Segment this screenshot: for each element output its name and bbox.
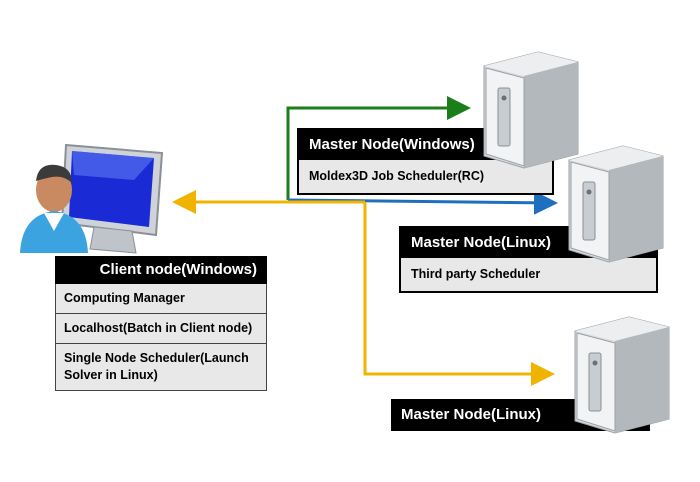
client-node-panel: Client node(Windows) Computing Manager L… [55,256,267,391]
server-tower-icon [483,51,579,169]
client-item-localhost: Localhost(Batch in Client node) [55,314,267,344]
master-linux-1-scheduler: Third party Scheduler [401,258,656,291]
server-tower-icon [574,316,670,434]
server-tower-icon [568,145,664,263]
client-item-single-node-scheduler: Single Node Scheduler(Launch Solver in L… [55,344,267,391]
user-computer-icon [20,143,164,254]
link-linux-master-2 [363,202,555,386]
link-windows-master [286,96,471,200]
client-item-computing-manager: Computing Manager [55,284,267,314]
client-node-title: Client node(Windows) [55,256,267,284]
master-windows-panel: Master Node(Windows) Moldex3D Job Schedu… [297,128,554,195]
master-windows-scheduler: Moldex3D Job Scheduler(RC) [299,160,552,193]
